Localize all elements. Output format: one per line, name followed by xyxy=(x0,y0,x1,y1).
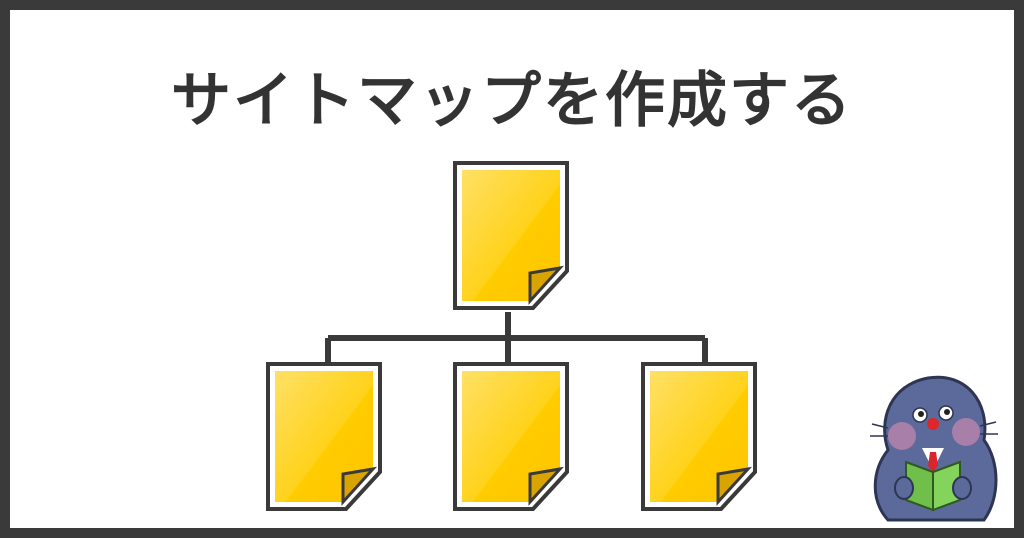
document-icon xyxy=(453,362,569,511)
document-icon xyxy=(641,362,757,511)
document-icon xyxy=(266,362,382,511)
connector-lines xyxy=(325,312,708,364)
mascot-icon xyxy=(870,375,998,522)
page-title: サイトマップを作成する xyxy=(171,66,853,136)
document-icon xyxy=(453,161,569,310)
